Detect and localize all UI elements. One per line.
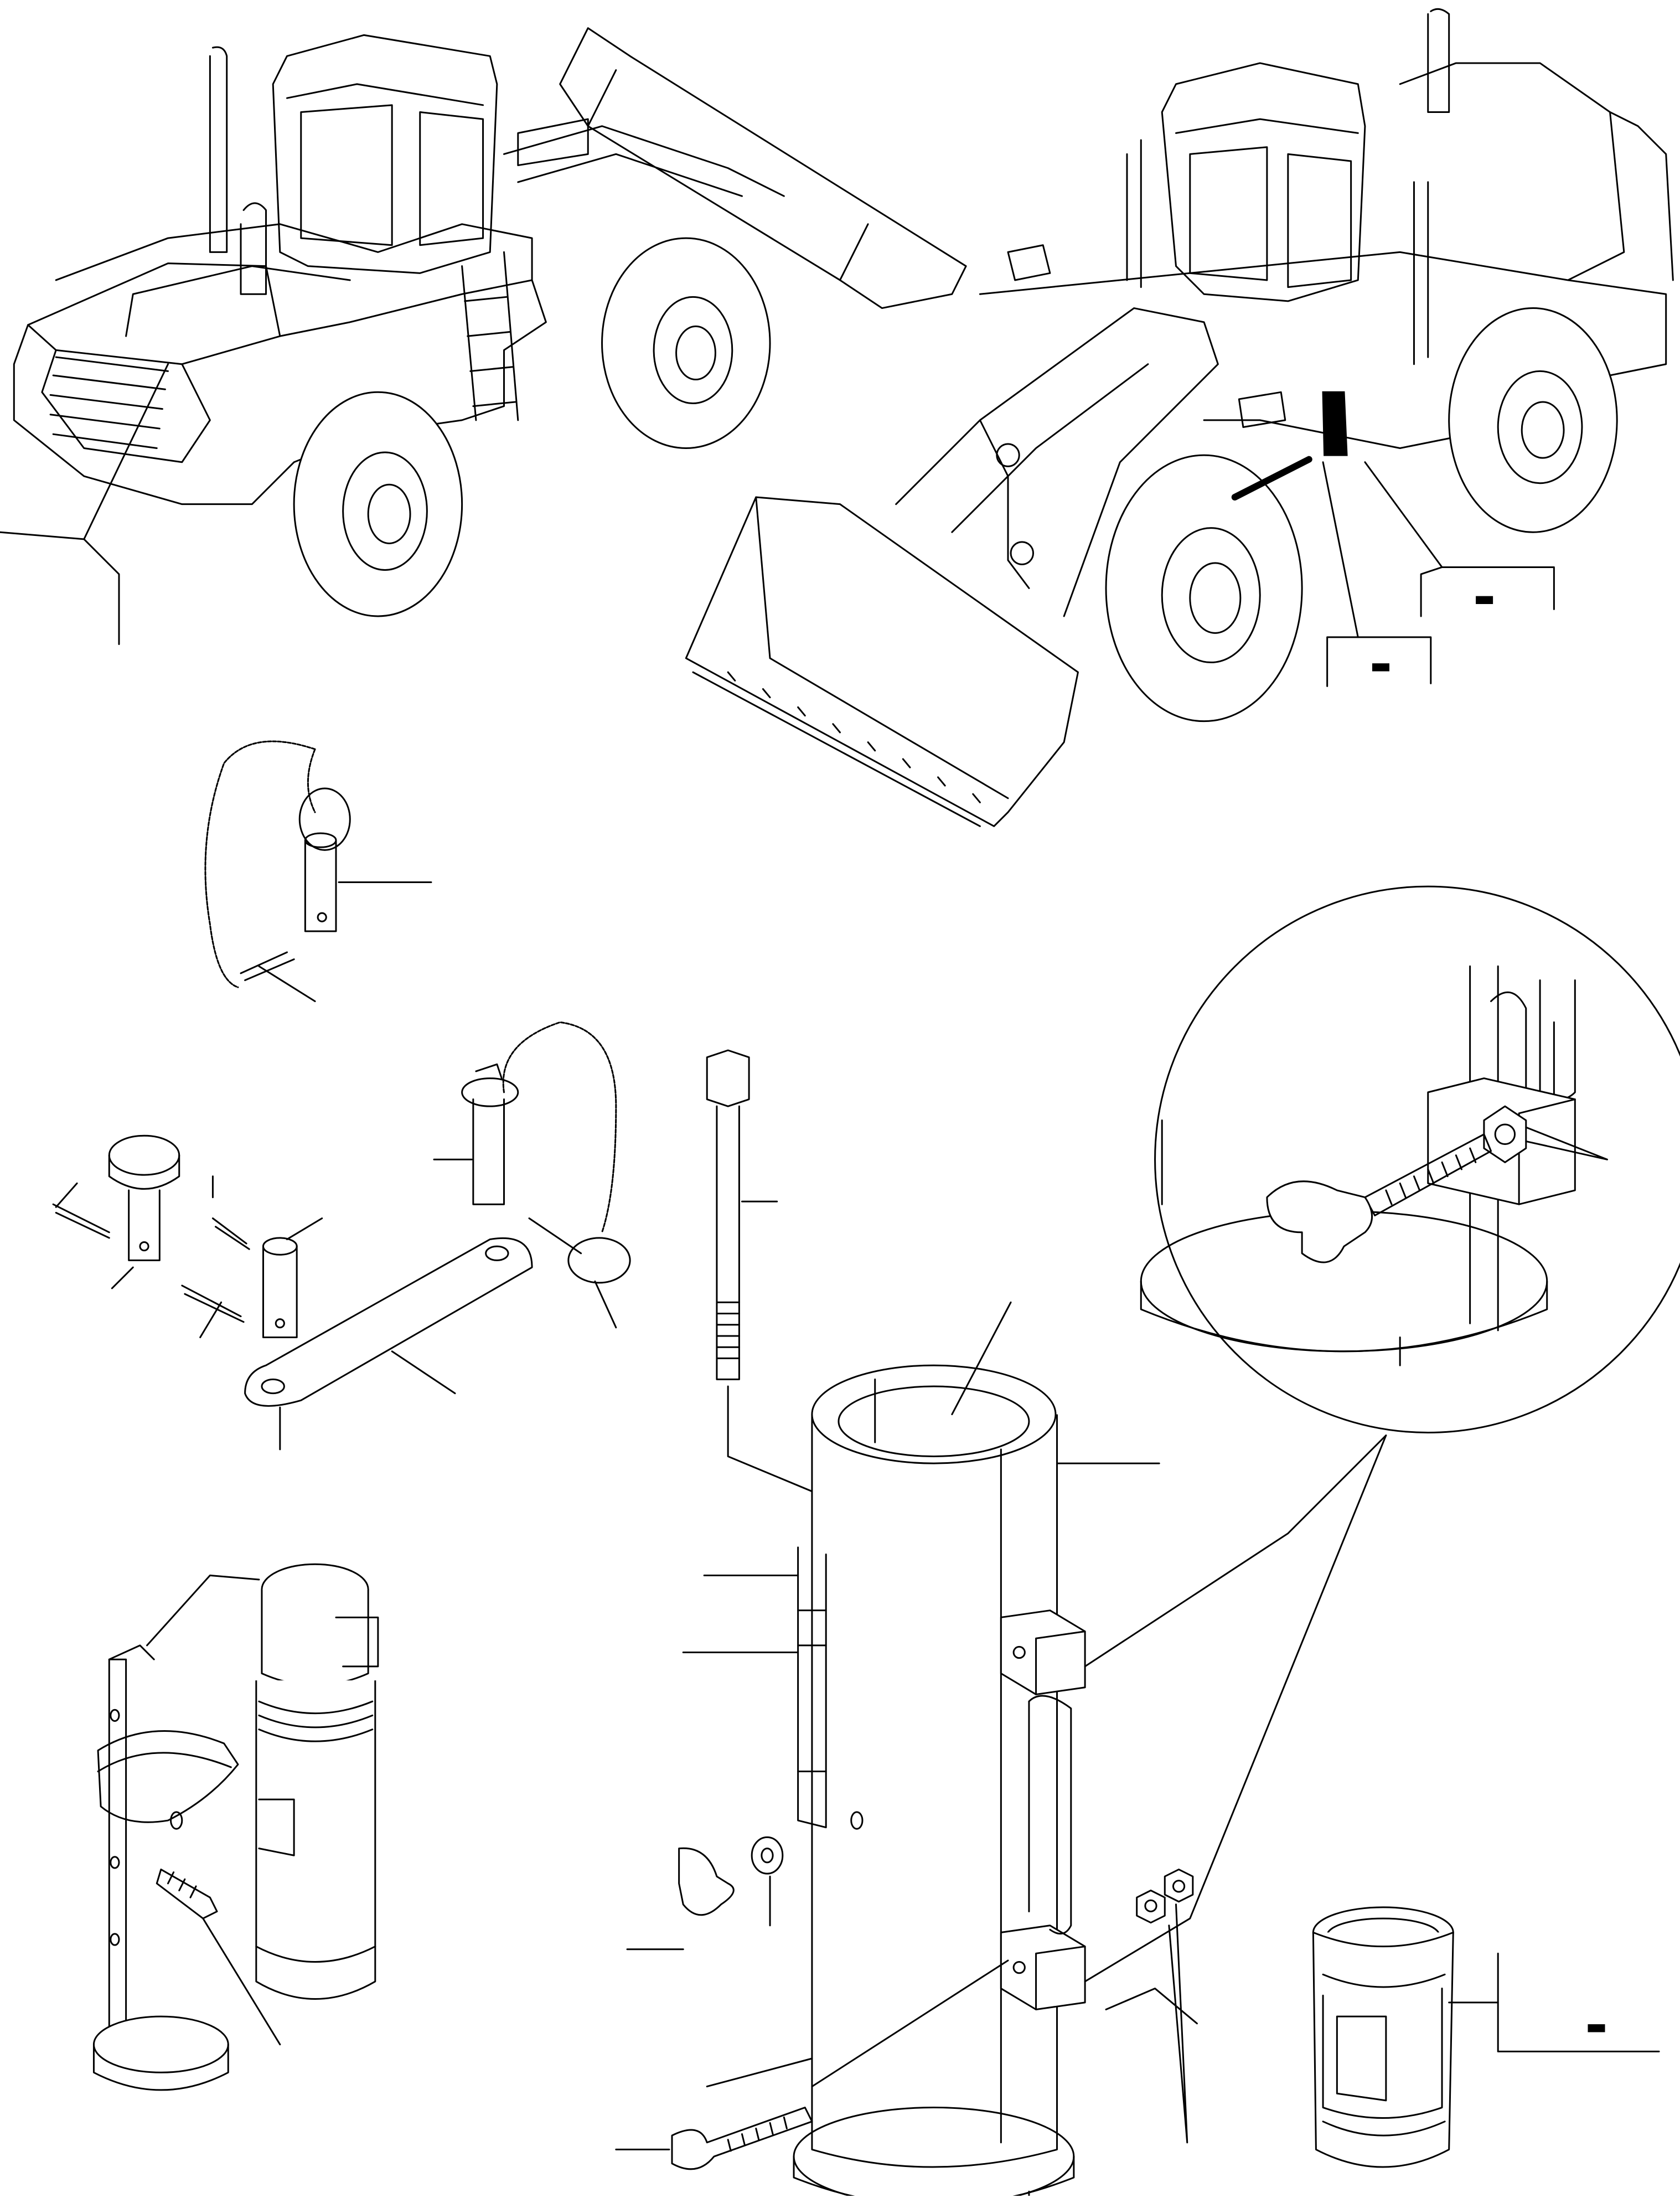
pin-with-chain — [205, 741, 431, 1001]
callout-grease-can: - — [1585, 1993, 1608, 2058]
loader-front-view: - - — [686, 9, 1673, 826]
link-plate-pins — [53, 1022, 630, 1449]
callout-right-bottom: - — [1369, 631, 1393, 696]
loader-rear-view — [0, 28, 966, 644]
tube-holder — [616, 1302, 1386, 2196]
extinguisher-bracket — [94, 1564, 378, 2090]
callout-right-top: - — [1473, 564, 1496, 630]
long-bolt — [707, 1050, 812, 1492]
grease-can: - — [1313, 1907, 1659, 2167]
detail-circle — [1141, 886, 1680, 1432]
